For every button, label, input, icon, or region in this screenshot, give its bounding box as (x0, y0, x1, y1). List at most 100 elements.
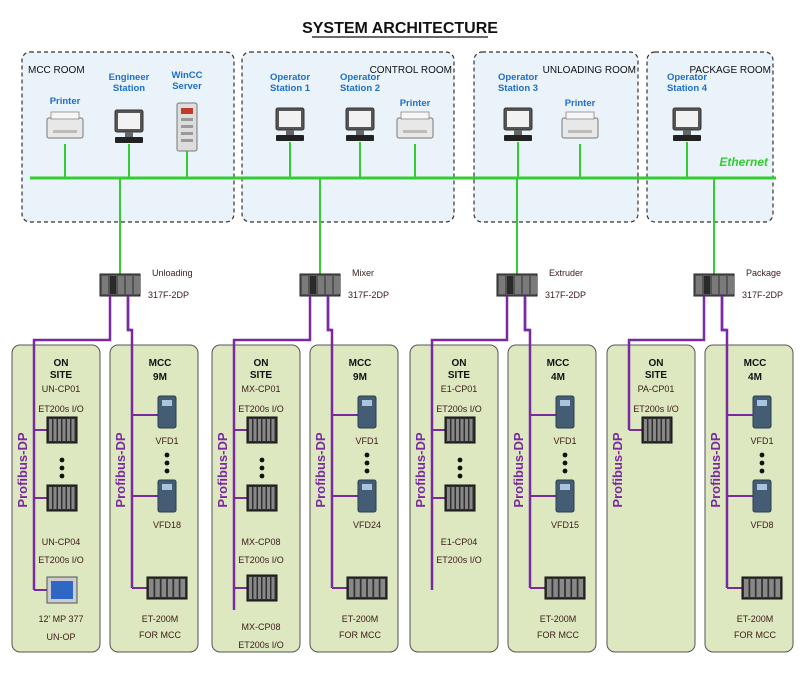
vfd-label: VFD24 (353, 520, 381, 530)
vfd-icon (157, 395, 177, 429)
continuation-dot (259, 465, 265, 471)
device-label: Engineer (109, 72, 150, 83)
continuation-dot (59, 473, 65, 479)
io-label: E1-CP04 (441, 537, 478, 547)
profibus-label: Profibus-DP (511, 432, 526, 507)
zone-heading: SITE (250, 370, 273, 381)
profibus-line (326, 296, 332, 332)
workstation-icon (275, 107, 305, 141)
workstation-icon (345, 107, 375, 141)
zone-heading: MCC (349, 358, 372, 369)
device-label: Printer (400, 98, 431, 109)
device-printer2: Printer (396, 98, 434, 178)
workstation-icon (114, 109, 144, 143)
continuation-dot (457, 465, 463, 471)
continuation-dot (59, 465, 65, 471)
profibus-line (720, 296, 727, 332)
profibus-line (32, 296, 112, 590)
zone-heading: 9M (153, 372, 167, 383)
vfd-label: VFD15 (551, 520, 579, 530)
io-label: MX-CP01 (241, 384, 280, 394)
zone-heading: ON (54, 358, 69, 369)
room-box (646, 51, 774, 223)
vfd-label: VFD8 (750, 520, 773, 530)
continuation-dot (364, 468, 370, 474)
zone-heading: SITE (50, 370, 73, 381)
workstation-icon (672, 107, 702, 141)
plc-icon (299, 273, 341, 297)
et200m-icon (146, 576, 188, 600)
room-name: MCC ROOM (28, 65, 85, 76)
io-label: ET200s I/O (436, 404, 482, 414)
et200m-label: ET-200M (540, 614, 577, 624)
room-name: UNLOADING ROOM (543, 65, 636, 76)
plc-name: Mixer (352, 268, 374, 278)
room-name: PACKAGE ROOM (690, 65, 772, 76)
ethernet-label: Ethernet (719, 155, 769, 169)
et200s-io-icon (641, 416, 673, 444)
continuation-dot (562, 460, 568, 466)
et200s-io-icon (444, 484, 476, 512)
profibus-line (232, 296, 312, 610)
vfd-icon (157, 479, 177, 513)
hmi-label: 12' MP 377 (38, 614, 83, 624)
device-printer1: Printer (46, 96, 84, 178)
et200s-io-icon (246, 416, 278, 444)
continuation-dot (364, 460, 370, 466)
continuation-dot (759, 460, 765, 466)
plc-name: Package (746, 268, 781, 278)
device-label: Station 2 (340, 83, 380, 94)
device-label: Station 3 (498, 83, 538, 94)
device-label: Station (113, 83, 145, 94)
io-label: ET200s I/O (238, 640, 284, 650)
continuation-dot (562, 468, 568, 474)
vfd-icon (555, 395, 575, 429)
profibus-label: Profibus-DP (215, 432, 230, 507)
vfd-label: VFD1 (155, 436, 178, 446)
et200m-label: FOR MCC (339, 630, 381, 640)
profibus-label: Profibus-DP (113, 432, 128, 507)
et200s-io-icon (444, 416, 476, 444)
zone-heading: ON (649, 358, 664, 369)
plc-cpu: 317F-2DP (148, 290, 189, 300)
et200s-io-icon (46, 416, 78, 444)
io-label: E1-CP01 (441, 384, 478, 394)
continuation-dot (562, 452, 568, 458)
vfd-label: VFD18 (153, 520, 181, 530)
continuation-dot (457, 473, 463, 479)
zone-heading: SITE (645, 370, 668, 381)
io-label: ET200s I/O (238, 555, 284, 565)
vfd-label: VFD1 (553, 436, 576, 446)
profibus-line (126, 296, 132, 332)
vfd-icon (357, 479, 377, 513)
continuation-dot (259, 473, 265, 479)
et200m-icon (346, 576, 388, 600)
io-label: UN-CP01 (42, 384, 81, 394)
io-label: MX-CP08 (241, 622, 280, 632)
io-label: PA-CP01 (638, 384, 675, 394)
io-label: ET200s I/O (38, 404, 84, 414)
plc-name: Extruder (549, 268, 583, 278)
continuation-dot (164, 468, 170, 474)
device-label: Printer (50, 96, 81, 107)
profibus-label: Profibus-DP (413, 432, 428, 507)
plc-icon (99, 273, 141, 297)
io-label: ET200s I/O (238, 404, 284, 414)
vfd-icon (752, 395, 772, 429)
diagram-title: SYSTEM ARCHITECTURE (302, 20, 498, 37)
workstation-icon (503, 107, 533, 141)
zone-heading: ON (254, 358, 269, 369)
server-icon (176, 102, 198, 152)
hmi-panel-icon (46, 576, 78, 604)
zone-heading: MCC (149, 358, 172, 369)
